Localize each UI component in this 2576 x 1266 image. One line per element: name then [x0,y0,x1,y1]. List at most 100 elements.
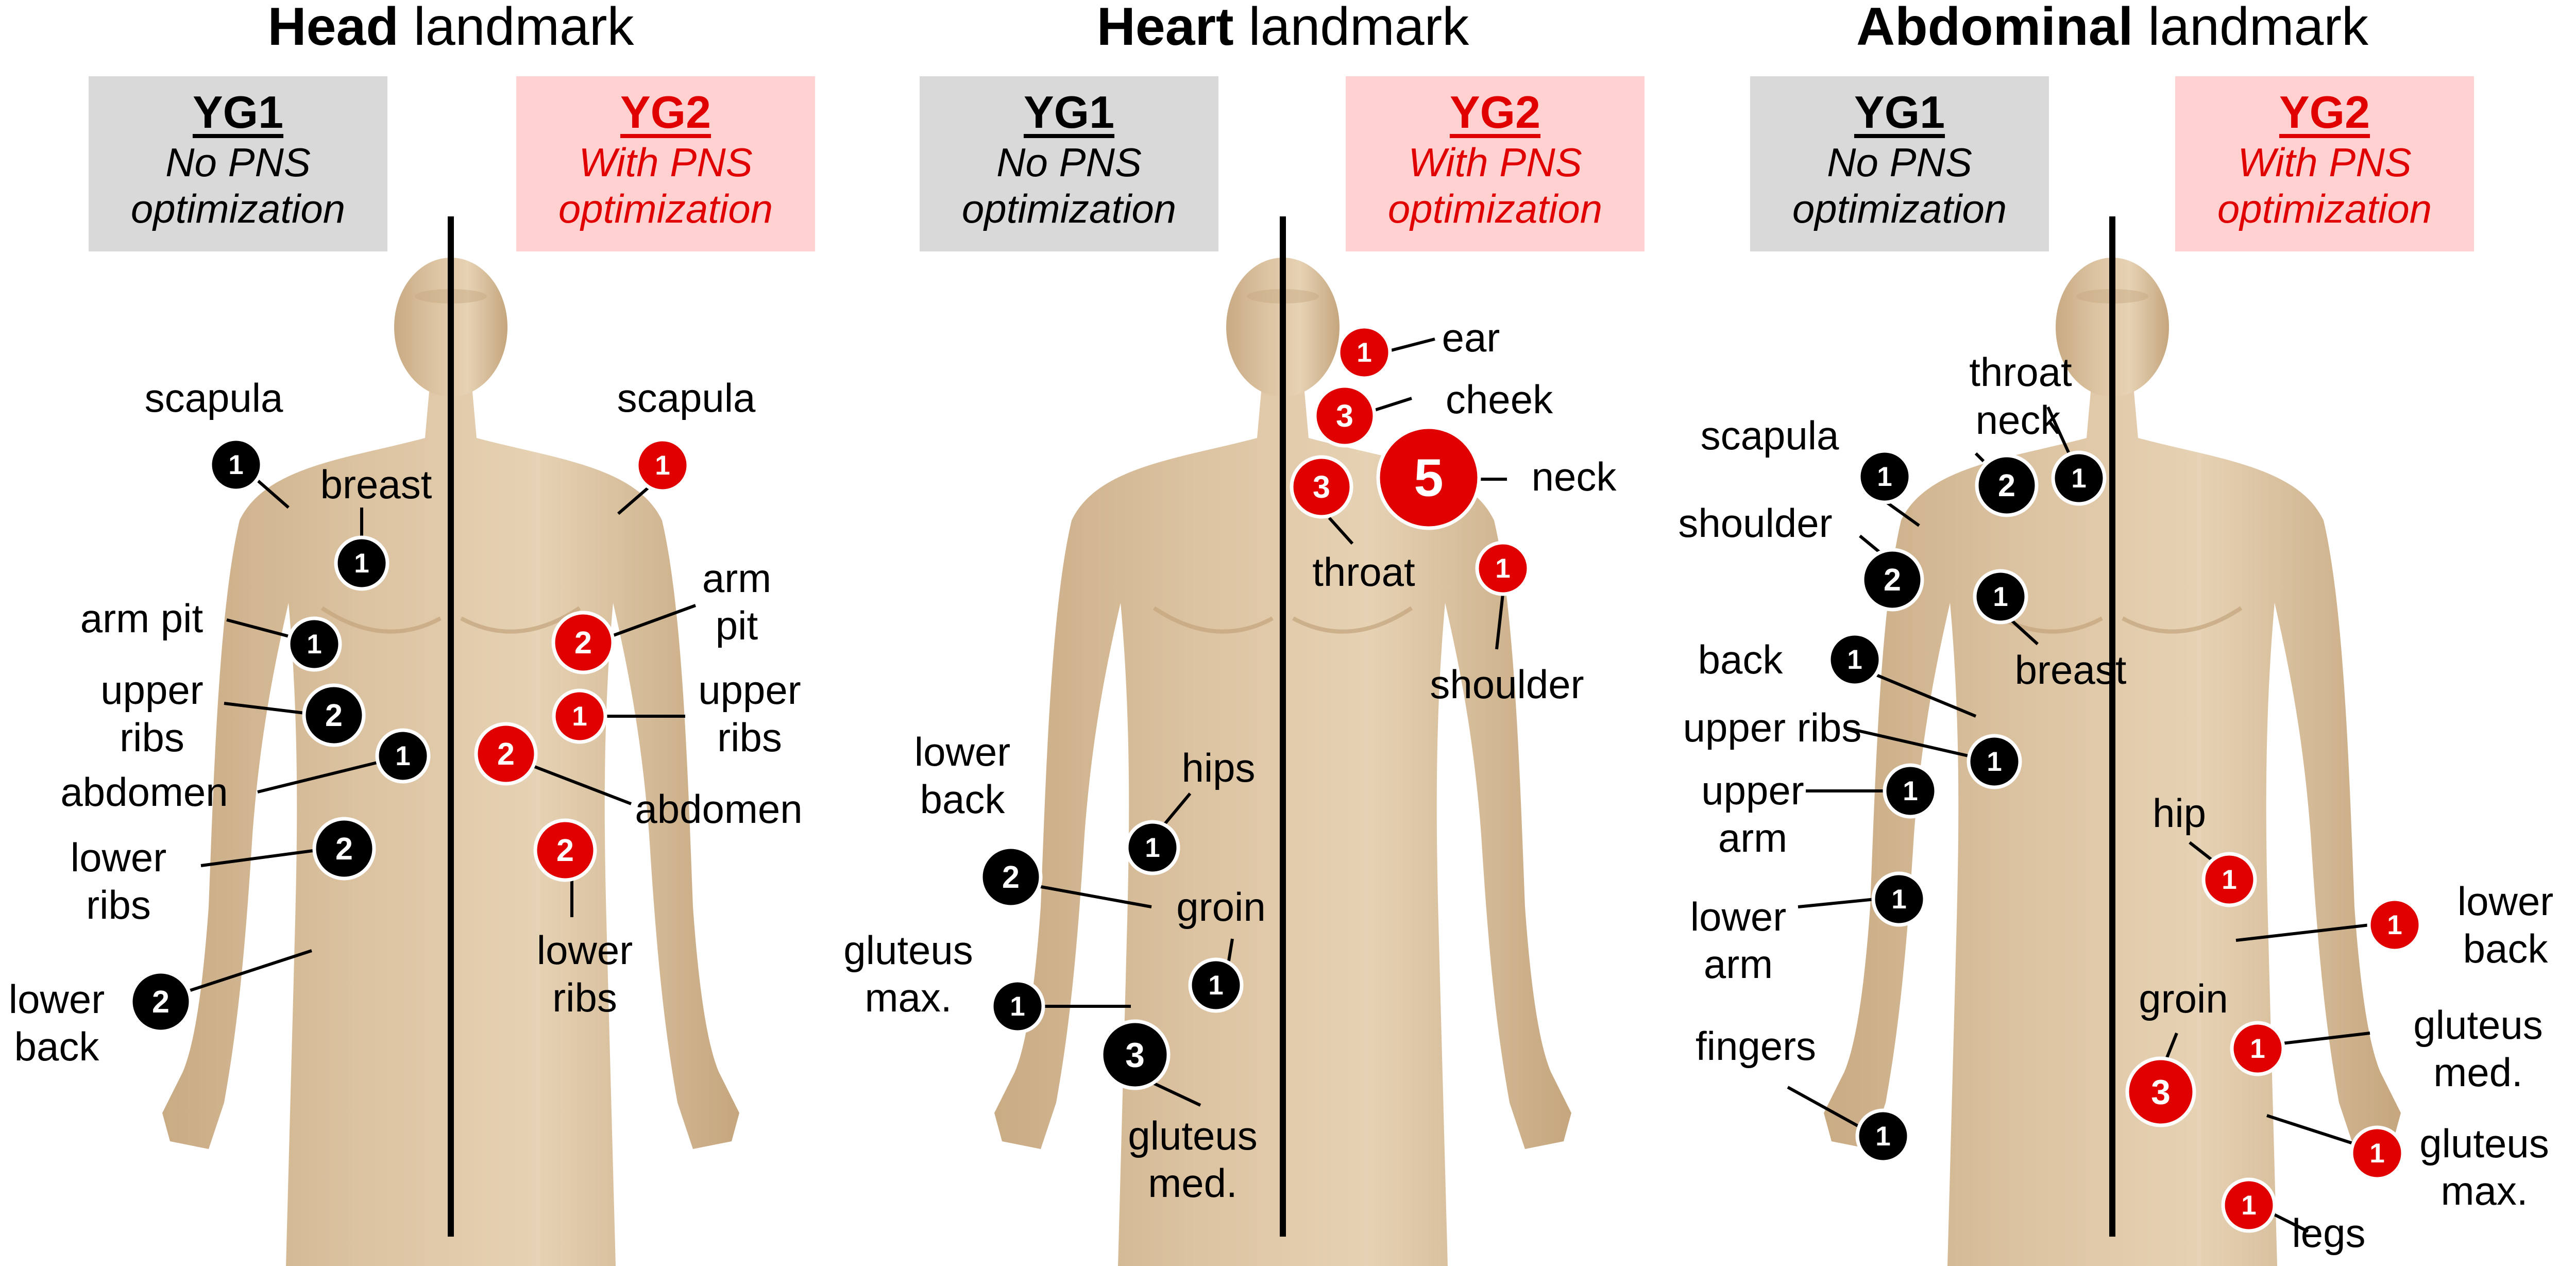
count-circle [533,818,597,882]
label-line: max. [2441,1168,2528,1213]
count-value: 1 [1993,582,2008,612]
abdominal-hip-marker-yg2: 1 [2201,852,2257,907]
group-description: optimization [961,186,1177,231]
label-line: back [920,777,1005,822]
label-line: scapula [617,375,756,420]
label-line: back [1698,637,1783,682]
label-line: upper ribs [1683,705,1862,750]
label-line: gluteus [2419,1121,2549,1166]
count-value: 2 [152,984,170,1019]
count-circle [1827,632,1883,687]
scapula-leader-line [1882,498,1920,527]
label-line: legs [2292,1210,2366,1256]
scapula-leader-line [617,485,650,515]
arm-pit-leader-line [607,604,697,639]
throat-leader-line [2046,406,2070,453]
label-line: shoulder [1678,500,1833,546]
count-circle [635,437,690,493]
upper-ribs-leader-line [1844,726,1971,758]
back-leader-line [1869,671,1977,718]
count-value: 1 [1877,462,1892,492]
abdominal-back-label: back [1698,636,1783,683]
hips-leader-line [1163,792,1192,825]
abdominal-gluteus-med-marker-yg2: 1 [2230,1021,2285,1076]
head-arm-pit-label: arm pit [80,595,203,642]
label-line: lower [1690,894,1787,939]
panel-title-rest: landmark [2133,0,2368,57]
fingers-leader-line [1787,1086,1863,1130]
group-name: YG2 [620,87,711,138]
abdominal-upper-ribs-label: upper ribs [1683,704,1862,751]
head-upper-ribs-marker-yg2: 1 [552,688,607,744]
count-circle [1855,1108,1911,1164]
panel-title-bold: Abdominal [1856,0,2133,57]
label-line: neck [1975,397,2061,443]
count-value: 1 [572,701,587,732]
count-circle [2125,1056,2196,1127]
breast-leader-line [2008,617,2039,646]
label-line: abdomen [635,786,803,832]
count-value: 2 [497,736,515,771]
label-line: shoulder [1430,662,1584,707]
group-description: optimization [1792,186,2007,231]
abdominal-gluteus-max-marker-yg2: 1 [2349,1125,2405,1181]
label-line: ribs [717,715,782,760]
count-value: 5 [1414,448,1443,507]
count-circle [1883,763,1938,819]
label-line: ribs [86,882,151,927]
count-value: 1 [1010,991,1025,1022]
ear-leader-line [1391,337,1435,352]
count-circle [1975,453,2039,517]
count-circle [979,845,1043,909]
label-line: abdomen [60,769,228,815]
head-lower-ribs-marker-yg1: 2 [312,817,376,881]
abdominal-panel-title: Abdominal landmark [1777,0,2447,54]
group-description: optimization [2217,186,2432,231]
heart-lower-back-marker-yg1: 2 [979,845,1043,909]
group-description: optimization [130,186,346,231]
abdominal-back-marker-yg1: 1 [1827,632,1883,687]
head-scapula-label: scapula [617,374,756,421]
abdomen-leader-line [530,764,632,805]
count-circle [1125,820,1180,875]
abdominal-groin-marker-yg2: 3 [2125,1056,2196,1127]
shoulder-leader-line [1859,534,1882,554]
head-lower-ribs-marker-yg2: 2 [533,818,597,882]
neck-leader-line [1974,452,1985,463]
throat-leader-line [1328,516,1354,545]
head-breast-marker-yg1: 1 [334,535,389,591]
abdominal-breast-label: breast [2015,646,2127,694]
head-upper-ribs-marker-yg1: 2 [302,683,366,747]
label-line: back [2463,926,2548,971]
heart-cheek-label: cheek [1446,376,1553,423]
abdominal-throat-label: throat [1969,348,2072,396]
count-value: 2 [1884,562,1901,597]
head-scapula-label: scapula [145,374,283,421]
pectoral-contour [1292,606,1413,634]
abdominal-hip-label: hip [2153,789,2206,837]
heart-throat-label: throat [1312,548,1415,596]
head-abdomen-label: abdomen [60,768,228,816]
count-circle [208,437,264,493]
heart-panel-title: Heart landmark [948,0,1618,54]
count-circle [302,683,366,747]
heart-groin-label: groin [1176,883,1265,931]
group-description: optimization [1387,186,1603,231]
group-description: No PNS [996,140,1142,185]
heart-groin-marker-yg1: 1 [1188,957,1244,1013]
heart-hips-label: hips [1181,744,1255,791]
label-line: scapula [144,375,283,420]
count-circle [1857,449,1912,504]
